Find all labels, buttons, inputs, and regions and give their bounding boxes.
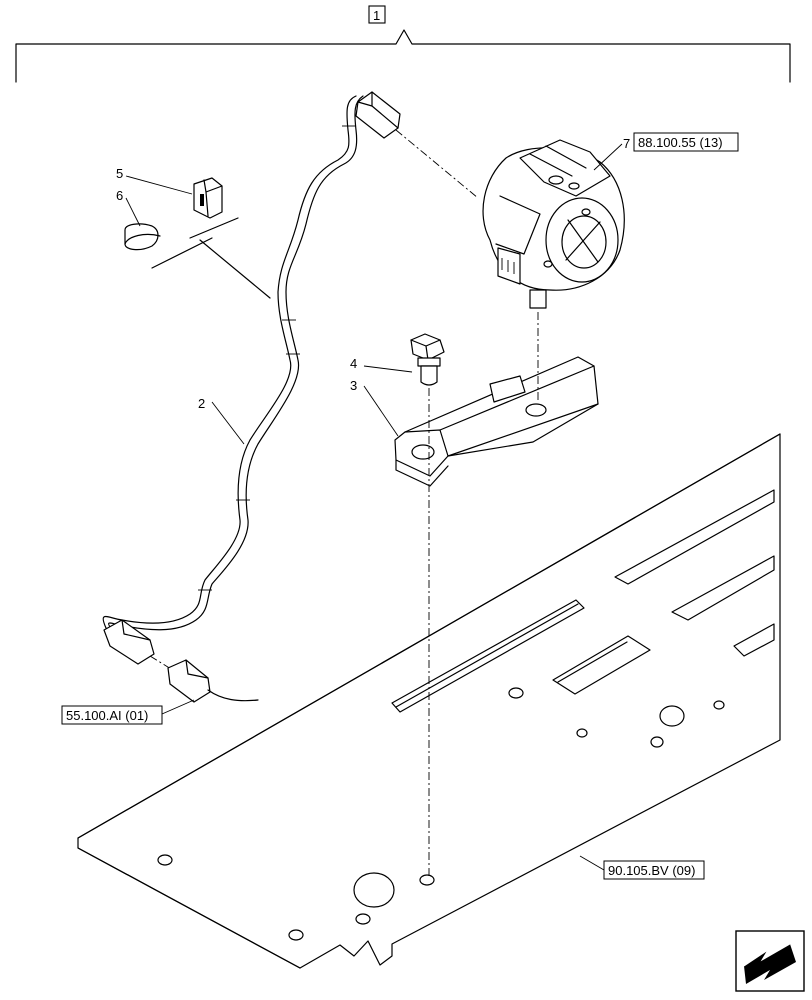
arrow-down-left-icon[interactable] [735, 930, 805, 992]
part-number-3: 3 [350, 378, 357, 393]
mounting-bracket [394, 356, 599, 487]
part-number-4: 4 [350, 356, 357, 371]
reference-lamp-text: 88.100.55 (13) [638, 135, 723, 150]
base-plate [77, 433, 781, 969]
wiring-harness [102, 95, 364, 633]
reference-plate[interactable]: 90.105.BV (09) [603, 860, 705, 880]
assembly-lines [149, 129, 539, 878]
bolt [410, 333, 445, 386]
work-lamp [482, 139, 625, 309]
part-number-5: 5 [116, 166, 123, 181]
clip [193, 177, 223, 219]
leader-lines [125, 143, 623, 871]
harness-connector-bottom [103, 619, 259, 703]
tie-ring [124, 223, 161, 251]
part-numbers: 2 3 4 5 6 7 [116, 136, 630, 411]
part-number-6: 6 [116, 188, 123, 203]
part-number-7: 7 [623, 136, 630, 151]
harness-connector-top [355, 91, 401, 139]
reference-connector[interactable]: 55.100.AI (01) [61, 705, 163, 725]
reference-lamp[interactable]: 88.100.55 (13) [633, 132, 739, 152]
reference-connector-text: 55.100.AI (01) [66, 708, 148, 723]
assembly-bracket: 1 [15, 5, 791, 83]
reference-plate-text: 90.105.BV (09) [608, 863, 695, 878]
part-number-2: 2 [198, 396, 205, 411]
assembly-number: 1 [373, 8, 380, 23]
